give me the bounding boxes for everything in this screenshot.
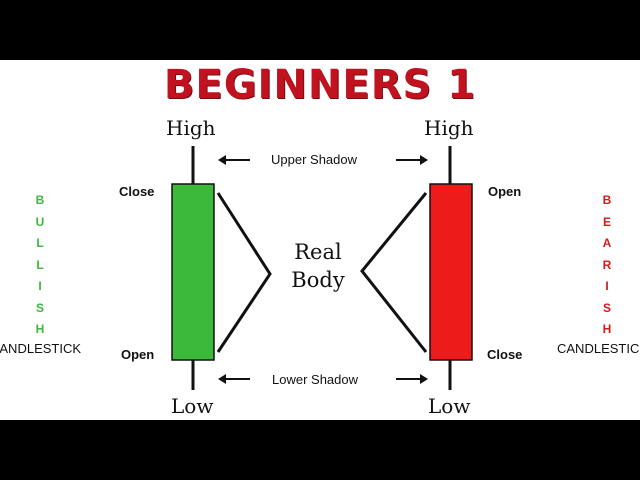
lower-shadow-left-arrow xyxy=(218,374,250,384)
bearish-low-label: Low xyxy=(428,394,471,418)
bearish-letter: S xyxy=(602,300,611,315)
bullish-open-label: Open xyxy=(121,347,155,362)
bearish-body xyxy=(429,183,473,361)
bearish-letter: H xyxy=(602,322,612,336)
real-body-label: Real Body xyxy=(273,238,363,294)
bullish-letter: L xyxy=(36,236,44,250)
bullish-letter: H xyxy=(35,322,45,336)
bullish-letter: I xyxy=(38,279,42,293)
bearish-close-label: Close xyxy=(487,347,523,362)
bearish-letter: E xyxy=(602,214,611,229)
upper-shadow-label: Upper Shadow xyxy=(271,152,357,167)
bearish-letter: B xyxy=(602,193,612,207)
page-title: BEGINNERS 1 xyxy=(163,62,477,108)
bearish-body-bracket xyxy=(360,192,428,353)
upper-shadow-right-arrow xyxy=(396,155,428,165)
bullish-close-label: Close xyxy=(119,184,155,199)
real-body-line1: Real xyxy=(294,240,342,264)
bullish-body-bracket xyxy=(216,192,272,353)
bearish-letter: I xyxy=(605,279,609,293)
lower-shadow-label: Lower Shadow xyxy=(272,372,358,387)
bearish-open-label: Open xyxy=(488,184,522,199)
bullish-caption: CANDLESTICK xyxy=(0,341,82,356)
bullish-letter: S xyxy=(35,300,44,315)
candlestick-drawing xyxy=(171,146,473,390)
bearish-high-label: High xyxy=(424,116,474,140)
bearish-letter: R xyxy=(602,257,612,272)
bullish-body xyxy=(171,183,215,361)
upper-shadow-left-arrow xyxy=(218,155,250,165)
real-body-line2: Body xyxy=(291,268,345,292)
diagram-canvas: BEGINNERS 1 High High xyxy=(0,60,640,420)
bullish-letter: L xyxy=(36,257,44,272)
bullish-letter: U xyxy=(35,214,45,229)
bearish-caption: CANDLESTICK xyxy=(557,341,640,356)
lower-shadow-right-arrow xyxy=(396,374,428,384)
bullish-high-label: High xyxy=(166,116,216,140)
bullish-low-label: Low xyxy=(171,394,214,418)
bearish-letter: A xyxy=(602,236,612,250)
bullish-letter: B xyxy=(35,193,45,207)
